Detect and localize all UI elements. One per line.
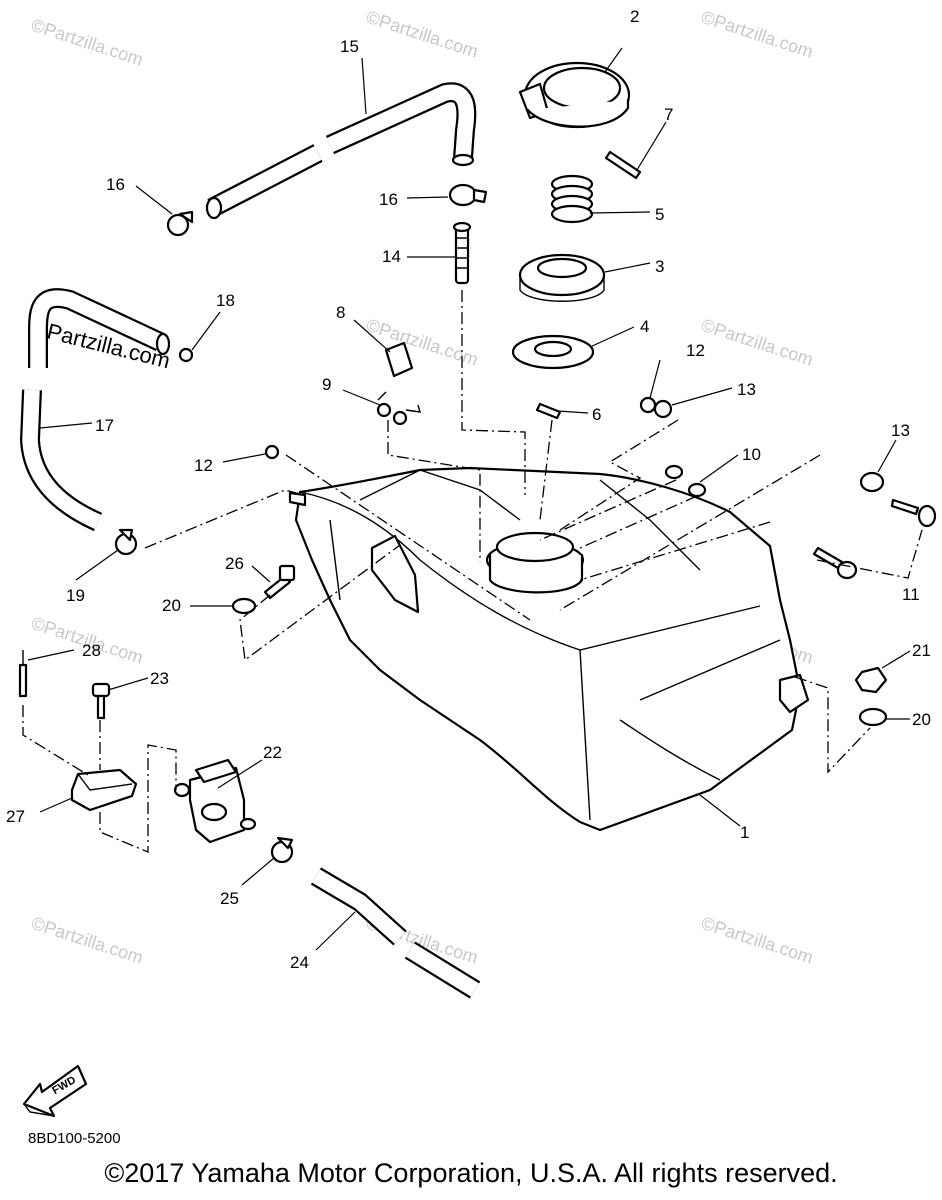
callout-27: 27 <box>6 807 25 826</box>
hose-clamp-25 <box>270 836 294 864</box>
washer-13b <box>859 471 885 493</box>
spring-9 <box>376 391 421 426</box>
hose-clamp-16b <box>448 183 488 207</box>
callout-22: 22 <box>263 743 282 762</box>
breather-hose-side <box>20 288 171 532</box>
svg-text:©Partzilla.com: ©Partzilla.com <box>699 315 816 370</box>
callout-28: 28 <box>82 641 101 660</box>
bracket-27 <box>70 768 138 812</box>
callout-20b: 20 <box>912 710 931 729</box>
cap-spring <box>550 174 594 224</box>
callout-2: 2 <box>630 7 639 26</box>
callout-24: 24 <box>290 953 309 972</box>
callout-5: 5 <box>655 205 664 224</box>
copyright-notice: ©2017 Yamaha Motor Corporation, U.S.A. A… <box>104 1158 838 1188</box>
bolt-11 <box>812 498 937 580</box>
washer-13a <box>653 399 673 419</box>
vent-joint-14 <box>452 221 472 285</box>
callout-18: 18 <box>216 291 235 310</box>
cap-seal-plate <box>511 334 595 370</box>
fwd-arrow-icon: FWD <box>22 1064 88 1118</box>
svg-text:©Partzilla.com: ©Partzilla.com <box>29 913 146 968</box>
leader-lines <box>27 47 911 951</box>
svg-text:©Partzilla.com: ©Partzilla.com <box>699 913 816 968</box>
hose-clamp-16a <box>166 210 194 237</box>
callout-25: 25 <box>220 889 239 908</box>
callout-21: 21 <box>912 641 931 660</box>
svg-text:©Partzilla.com: ©Partzilla.com <box>29 15 146 70</box>
fuel-hose-lower <box>310 867 481 999</box>
fuel-tank <box>288 466 810 832</box>
callout-13b: 13 <box>891 421 910 440</box>
svg-text:©Partzilla.com: ©Partzilla.com <box>364 7 481 62</box>
svg-text:©Partzilla.com: ©Partzilla.com <box>699 7 816 62</box>
callout-6: 6 <box>592 405 601 424</box>
callout-4: 4 <box>640 317 649 336</box>
rivet-28 <box>18 650 28 698</box>
washer-20b <box>858 707 888 727</box>
cap-gasket <box>518 253 606 302</box>
washer-12a <box>639 396 657 414</box>
callout-8: 8 <box>336 303 345 322</box>
washer-12b <box>264 444 280 460</box>
callout-16a: 16 <box>106 175 125 194</box>
callout-10: 10 <box>742 445 761 464</box>
callout-14: 14 <box>382 247 401 266</box>
hose-clamp-19 <box>114 528 138 556</box>
alignment-lines <box>22 290 923 853</box>
callout-17: 17 <box>95 416 114 435</box>
callout-7: 7 <box>664 105 673 124</box>
svg-text:©Partzilla.com: ©Partzilla.com <box>364 315 481 370</box>
bolt-23 <box>91 682 111 720</box>
callout-23: 23 <box>150 669 169 688</box>
callout-15: 15 <box>340 37 359 56</box>
callout-16b: 16 <box>379 190 398 209</box>
hose-clamp-18 <box>178 347 194 363</box>
small-pin-6 <box>535 402 562 420</box>
callout-20a: 20 <box>162 596 181 615</box>
callout-12a: 12 <box>686 341 705 360</box>
callout-13a: 13 <box>737 380 756 399</box>
fuel-cap <box>518 61 631 129</box>
callout-labels: 1 2 3 4 5 6 7 8 9 10 11 12 12 13 13 14 1… <box>6 7 931 972</box>
callout-19: 19 <box>66 586 85 605</box>
callout-9: 9 <box>322 375 331 394</box>
diagram-code: 8BD100-5200 <box>28 1130 121 1147</box>
washer-20a <box>231 597 257 615</box>
cap-pin <box>604 150 642 180</box>
watermark-text: Partzilla.com <box>41 19 145 70</box>
fuel-cock-22 <box>173 758 257 844</box>
cover-8 <box>384 341 414 378</box>
nut-21 <box>854 666 888 694</box>
callout-1: 1 <box>740 823 749 842</box>
callout-3: 3 <box>655 257 664 276</box>
callout-26: 26 <box>225 554 244 573</box>
breather-hose-upper <box>205 82 477 220</box>
callout-11: 11 <box>902 585 920 604</box>
callout-12b: 12 <box>194 456 213 475</box>
